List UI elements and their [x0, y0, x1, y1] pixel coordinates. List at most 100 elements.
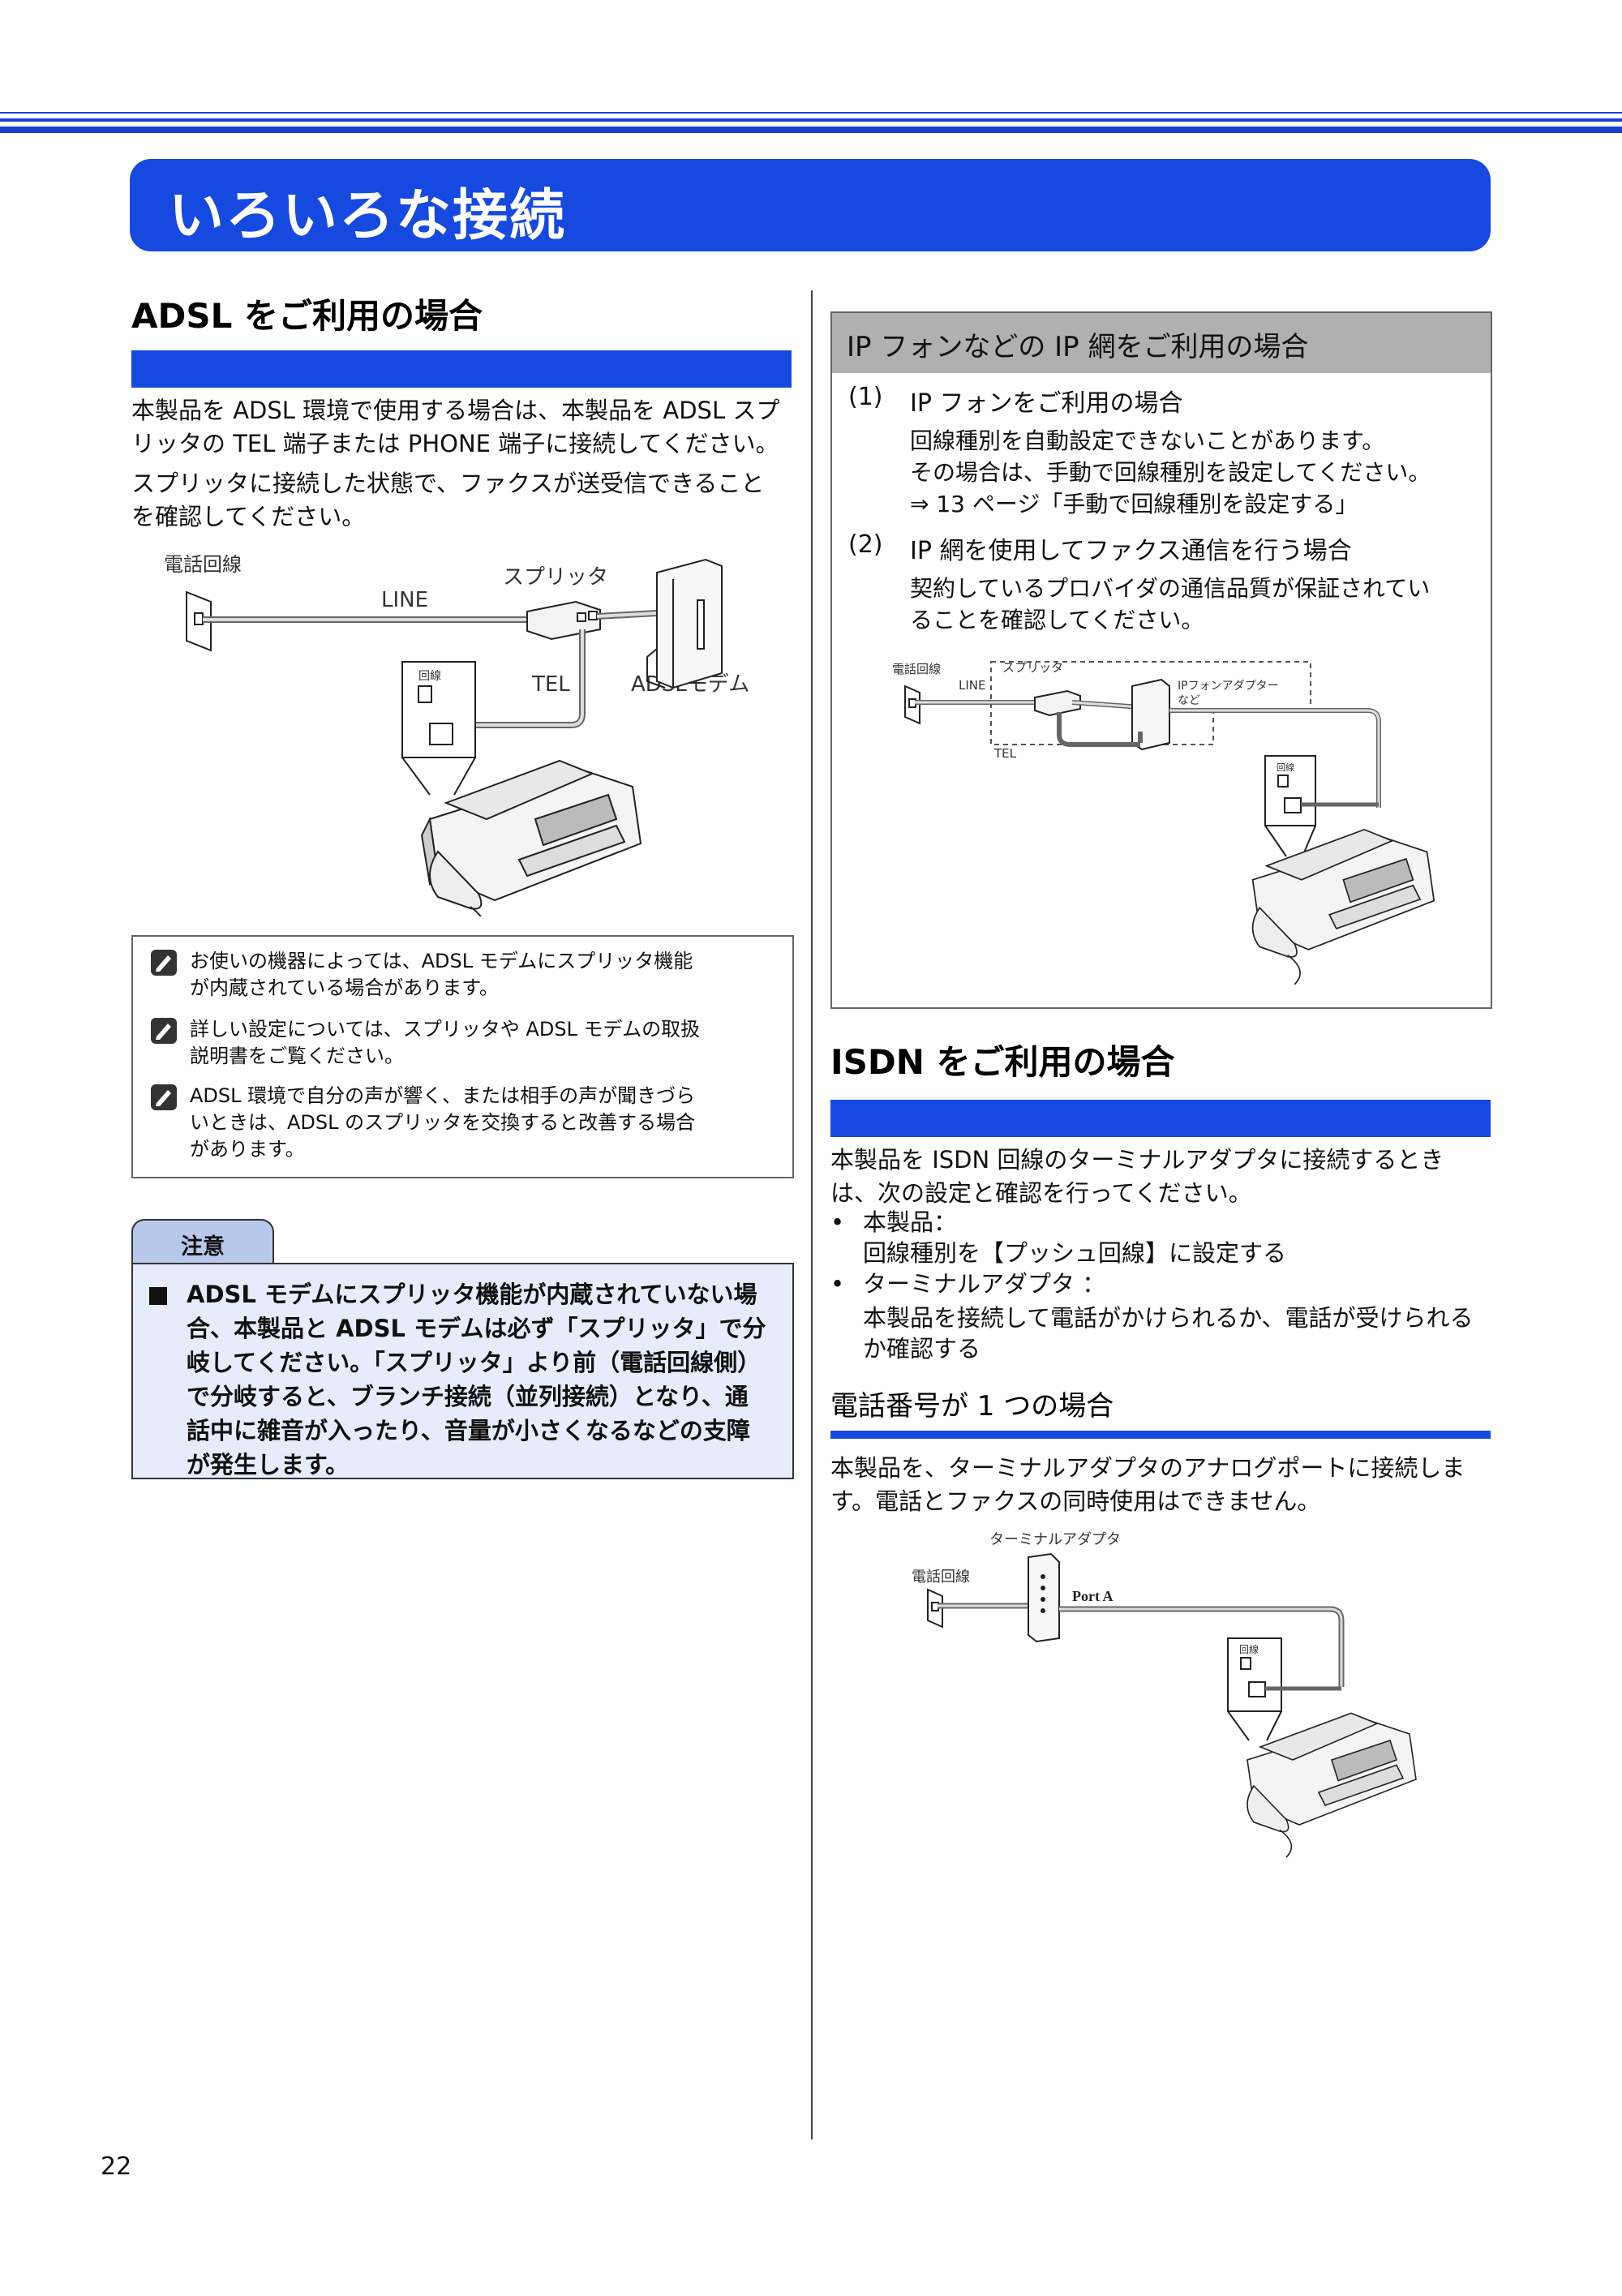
ip-item2-line2: ることを確認してください。 [910, 607, 1204, 633]
bullet-icon: • [830, 1270, 845, 1298]
note-1-line1: お使いの機器によっては、ADSL モデムにスプリッタ機能 [190, 950, 693, 972]
memo-icon [151, 950, 177, 976]
fax-machine-icon [420, 759, 642, 916]
adsl-modem-icon [646, 558, 723, 689]
adsl-diagram-tel-label: TEL [531, 672, 570, 697]
adsl-connection-diagram: 電話回線 LINE スプリッタ TEL ADSLモデム 回線 [164, 553, 749, 916]
adsl-diagram-splitter-label: スプリッタ [503, 565, 608, 590]
adsl-title-bar [131, 350, 792, 388]
note-1-line2: が内蔵されている場合があります。 [190, 976, 499, 999]
ip-adapter-icon [1131, 678, 1170, 751]
ip-port-label: 回線 [1277, 762, 1294, 773]
splitter-icon [1034, 689, 1081, 717]
bullet-2-head: ターミナルアダプタ ： [863, 1270, 1106, 1298]
adsl-para2-line1: スプリッタに接続した状態で、ファクスが送受信できること [131, 470, 765, 497]
port-callout: 回線 [401, 661, 476, 796]
adsl-para1-line1: 本製品を ADSL 環境で使用する場合は、本製品を ADSL スプ [131, 397, 780, 424]
terminal-adapter-icon [1028, 1552, 1060, 1643]
isdn-title-bar [830, 1100, 1491, 1137]
note-3-line1: ADSL 環境で自分の声が響く、または相手の声が聞きづら [190, 1084, 696, 1107]
isdn-para-line1: 本製品を ISDN 回線のターミナルアダプタに接続するとき [830, 1146, 1444, 1174]
caution-line3: 岐してください。「スプリッタ」より前（電話回線側） [187, 1349, 762, 1376]
isdn-connection-diagram: ターミナルアダプタ 電話回線 Port A 回線 [912, 1531, 1417, 1858]
ip-item1-title: IP フォンをご利用の場合 [910, 389, 1183, 418]
ip-diagram-splitter-label: スプリッタ [1002, 660, 1063, 675]
port-callout: 回線 [1227, 1637, 1341, 1741]
ip-item1-line2: その場合は、手動で回線種別を設定してください。 [910, 459, 1431, 486]
ip-item1-line3: ⇒ 13 ページ「手動で回線種別を設定する」 [910, 491, 1358, 517]
caution-tab: 注意 [131, 1219, 274, 1264]
isdn-sub-paragraph: 本製品を、ターミナルアダプタのアナログポートに接続しま す。電話とファクスの同時… [830, 1452, 1504, 1518]
isdn-diagram-phone-line-label: 電話回線 [912, 1569, 970, 1586]
isdn-para-line2: は、次の設定と確認を行ってください。 [830, 1179, 1252, 1207]
ip-item1-body: 回線種別を自動設定できないことがあります。 その場合は、手動で回線種別を設定して… [910, 425, 1486, 520]
ip-item2-number: (2) [848, 530, 883, 559]
page-title-banner: いろいろな接続 [130, 159, 1491, 251]
list-item: • ターミナルアダプタ ： [830, 1268, 1504, 1299]
caution-line6: が発生します。 [187, 1451, 350, 1478]
wall-jack-icon [186, 590, 212, 652]
ip-diagram-line-label: LINE [959, 678, 985, 693]
caution-line4: で分岐すると、ブランチ接続（並列接続）となり、通 [187, 1383, 749, 1410]
adsl-para1-line2: リッタの TEL 端子または PHONE 端子に接続してください。 [131, 430, 779, 457]
adsl-paragraph-2: スプリッタに接続した状態で、ファクスが送受信できること を確認してください。 [131, 467, 805, 534]
note-2-line1: 詳しい設定については、スプリッタや ADSL モデムの取扱 [190, 1018, 701, 1041]
ip-section-title: IP フォンなどの IP 網をご利用の場合 [847, 331, 1309, 363]
ip-item2-title: IP 網を使用してファクス通信を行う場合 [910, 537, 1352, 565]
adsl-paragraph-1: 本製品を ADSL 環境で使用する場合は、本製品を ADSL スプ リッタの T… [131, 394, 805, 461]
isdn-paragraph: 本製品を ISDN 回線のターミナルアダプタに接続するとき は、次の設定と確認を… [830, 1144, 1504, 1210]
caution-text: ADSL モデムにスプリッタ機能が内蔵されていない場 合、本製品と ADSL モ… [187, 1277, 779, 1482]
ip-diagram-phone-line-label: 電話回線 [892, 662, 941, 676]
note-3-line2: いときは、ADSL のスプリッタを交換すると改善する場合 [190, 1111, 696, 1134]
ip-item2-line1: 契約しているプロバイダの通信品質が保証されてい [910, 575, 1431, 602]
column-divider [811, 290, 813, 2139]
header-rule-1 [0, 112, 1622, 114]
port-callout: 回線 [1264, 755, 1379, 857]
isdn-diagram-port-a-label: Port A [1072, 1588, 1113, 1604]
caution-line2: 合、本製品と ADSL モデムは必ず「スプリッタ」で分 [187, 1315, 766, 1342]
caution-line1: ADSL モデムにスプリッタ機能が内蔵されていない場 [187, 1281, 757, 1308]
isdn-diagram-adapter-label: ターミナルアダプタ [989, 1531, 1121, 1548]
fax-machine-icon [1251, 828, 1435, 985]
ip-item2-body: 契約しているプロバイダの通信品質が保証されてい ることを確認してください。 [910, 573, 1486, 636]
header-rule-2 [0, 118, 1622, 122]
isdn-sub-title: 電話番号が 1 つの場合 [830, 1390, 1114, 1423]
isdn-bullet-list: • 本製品： 回線種別を【プッシュ回線】に設定する • ターミナルアダプタ ： … [830, 1207, 1504, 1364]
note-2-line2: 説明書をご覧ください。 [190, 1045, 404, 1067]
bullet-icon: • [830, 1208, 845, 1236]
page-number: 22 [101, 2152, 132, 2181]
ip-diagram-adapter-label-2: など [1178, 694, 1200, 707]
isdn-title: ISDN をご利用の場合 [830, 1042, 1175, 1082]
ip-item1-number: (1) [848, 383, 883, 411]
memo-icon [151, 1084, 177, 1110]
memo-icon [151, 1018, 177, 1044]
bullet-1-head: 本製品： [863, 1208, 958, 1236]
adsl-diagram-phone-line-label: 電話回線 [164, 553, 242, 576]
isdn-sub-title-bar [830, 1431, 1491, 1439]
ip-diagram-tel-label: TEL [993, 746, 1017, 761]
isdn-port-label: 回線 [1239, 1643, 1259, 1655]
notes-box: お使いの機器によっては、ADSL モデムにスプリッタ機能 が内蔵されている場合が… [131, 935, 794, 1178]
bullet-1-body: 回線種別を【プッシュ回線】に設定する [863, 1239, 1287, 1267]
isdn-sub-para-line1: 本製品を、ターミナルアダプタのアナログポートに接続しま [830, 1454, 1465, 1482]
isdn-sub-para-line2: す。電話とファクスの同時使用はできません。 [830, 1487, 1321, 1515]
fax-machine-icon [1247, 1712, 1417, 1858]
wall-jack-icon [927, 1588, 943, 1629]
ip-diagram-adapter-label: IPフォンアダプター [1178, 680, 1279, 693]
ip-item1-line1: 回線種別を自動設定できないことがあります。 [910, 427, 1385, 454]
page-title: いろいろな接続 [169, 184, 567, 248]
wall-jack-icon [904, 685, 920, 725]
header-rule-3 [0, 127, 1622, 133]
bullet-2-body-line2: か確認する [863, 1335, 981, 1363]
caution-line5: 話中に雑音が入ったり、音量が小さくなるなどの支障 [187, 1417, 750, 1444]
caution-label: 注意 [181, 1234, 225, 1260]
square-bullet-icon [149, 1287, 167, 1305]
list-item: • 本製品： [830, 1207, 1504, 1238]
caution-box: ADSL モデムにスプリッタ機能が内蔵されていない場 合、本製品と ADSL モ… [131, 1263, 794, 1479]
adsl-diagram-line-label: LINE [381, 588, 428, 612]
ip-connection-diagram: 電話回線 スプリッタ LINE TEL IPフォンアダプター など [892, 660, 1435, 985]
adsl-port-label: 回線 [418, 670, 441, 683]
ip-section-box: IP フォンなどの IP 網をご利用の場合 (1) IP フォンをご利用の場合 … [830, 311, 1492, 1009]
note-3-line3: があります。 [190, 1138, 305, 1161]
bullet-2-body-line1: 本製品を接続して電話がかけられるか、電話が受けられる [863, 1304, 1474, 1332]
